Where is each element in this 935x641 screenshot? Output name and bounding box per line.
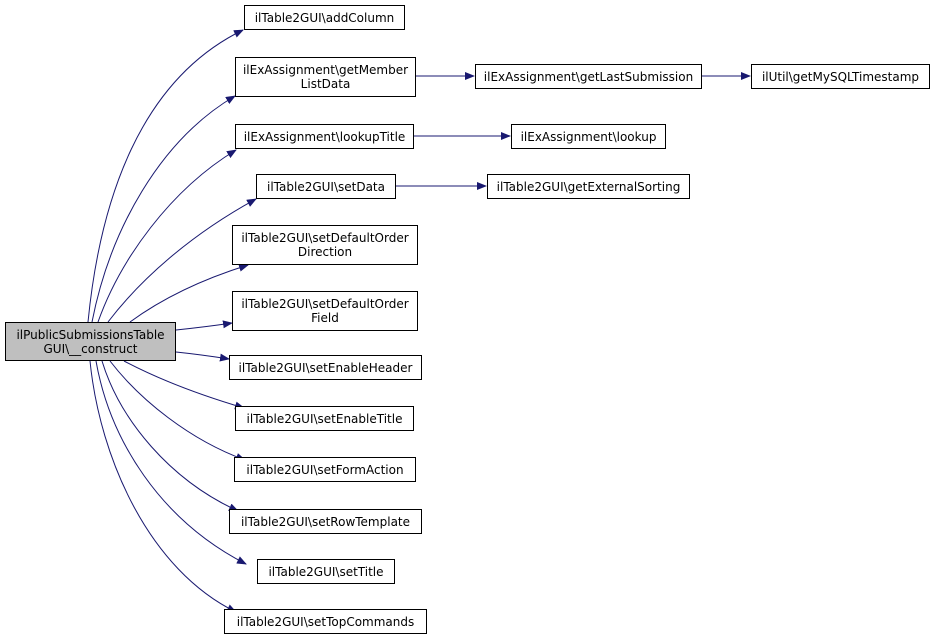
- edge-root-setEnableHeader: [175, 351, 230, 362]
- edge-root-setData: [107, 198, 257, 323]
- edge-root-setTitle: [95, 360, 247, 565]
- node-root[interactable]: ilPublicSubmissionsTable GUI\__construct: [5, 322, 176, 361]
- node-setDefaultOrderDirection-line2: Direction: [297, 245, 353, 259]
- node-root-line2: GUI\__construct: [43, 341, 138, 356]
- node-setEnableTitle-label: ilTable2GUI\setEnableTitle: [246, 411, 403, 426]
- edge-root-setFormAction: [109, 360, 246, 461]
- node-setData[interactable]: ilTable2GUI\setData: [256, 174, 396, 199]
- node-setEnableHeader-label: ilTable2GUI\setEnableHeader: [238, 360, 413, 375]
- edge-root-getMemberListData: [91, 95, 236, 323]
- edge-root-setDefaultOrderField: [175, 320, 233, 331]
- node-setTitle[interactable]: ilTable2GUI\setTitle: [257, 559, 395, 584]
- node-setDefaultOrderField-line1: ilTable2GUI\setDefaultOrder: [241, 297, 409, 311]
- edge-root-setRowTemplate: [101, 360, 239, 512]
- node-setTopCommands[interactable]: ilTable2GUI\setTopCommands: [224, 609, 427, 634]
- node-getMySQLTimestamp-label: ilUtil\getMySQLTimestamp: [761, 69, 920, 84]
- node-lookup[interactable]: ilExAssignment\lookup: [511, 124, 666, 149]
- node-setTopCommands-label: ilTable2GUI\setTopCommands: [236, 614, 415, 629]
- node-setTitle-label: ilTable2GUI\setTitle: [268, 564, 384, 579]
- node-setRowTemplate-label: ilTable2GUI\setRowTemplate: [240, 514, 411, 529]
- node-setFormAction-label: ilTable2GUI\setFormAction: [246, 462, 404, 477]
- node-setDefaultOrderField[interactable]: ilTable2GUI\setDefaultOrder Field: [232, 291, 418, 331]
- edge-root-setDefaultOrderDirection: [129, 263, 249, 323]
- node-lookupTitle-label: ilExAssignment\lookupTitle: [243, 129, 406, 144]
- node-getLastSubmission-label: ilExAssignment\getLastSubmission: [483, 69, 694, 84]
- node-setEnableHeader[interactable]: ilTable2GUI\setEnableHeader: [229, 355, 422, 380]
- node-setDefaultOrderDirection[interactable]: ilTable2GUI\setDefaultOrder Direction: [232, 225, 418, 265]
- node-getExternalSorting[interactable]: ilTable2GUI\getExternalSorting: [487, 174, 690, 199]
- node-setDefaultOrderField-line2: Field: [311, 311, 339, 325]
- node-getLastSubmission[interactable]: ilExAssignment\getLastSubmission: [475, 64, 702, 89]
- node-addColumn-label: ilTable2GUI\addColumn: [254, 10, 395, 25]
- node-getExternalSorting-label: ilTable2GUI\getExternalSorting: [496, 179, 681, 194]
- node-getMemberListData-line2: ListData: [300, 77, 351, 91]
- edge-root-setEnableTitle: [123, 360, 245, 410]
- node-lookupTitle[interactable]: ilExAssignment\lookupTitle: [235, 124, 414, 149]
- node-getMemberListData[interactable]: ilExAssignment\getMember ListData: [235, 57, 416, 97]
- node-setEnableTitle[interactable]: ilTable2GUI\setEnableTitle: [235, 406, 414, 431]
- edge-root-lookupTitle: [97, 149, 237, 323]
- node-root-line1: ilPublicSubmissionsTable: [16, 327, 165, 342]
- node-getMemberListData-line1: ilExAssignment\getMember: [242, 63, 409, 77]
- node-setDefaultOrderDirection-line1: ilTable2GUI\setDefaultOrder: [241, 231, 409, 245]
- node-setFormAction[interactable]: ilTable2GUI\setFormAction: [234, 457, 416, 482]
- node-addColumn[interactable]: ilTable2GUI\addColumn: [244, 5, 405, 30]
- node-setRowTemplate[interactable]: ilTable2GUI\setRowTemplate: [229, 509, 422, 534]
- node-getMySQLTimestamp[interactable]: ilUtil\getMySQLTimestamp: [751, 64, 930, 89]
- node-setData-label: ilTable2GUI\setData: [267, 179, 385, 194]
- edge-root-addColumn: [87, 29, 244, 323]
- edge-root-setTopCommands: [89, 360, 237, 613]
- node-lookup-label: ilExAssignment\lookup: [520, 129, 657, 144]
